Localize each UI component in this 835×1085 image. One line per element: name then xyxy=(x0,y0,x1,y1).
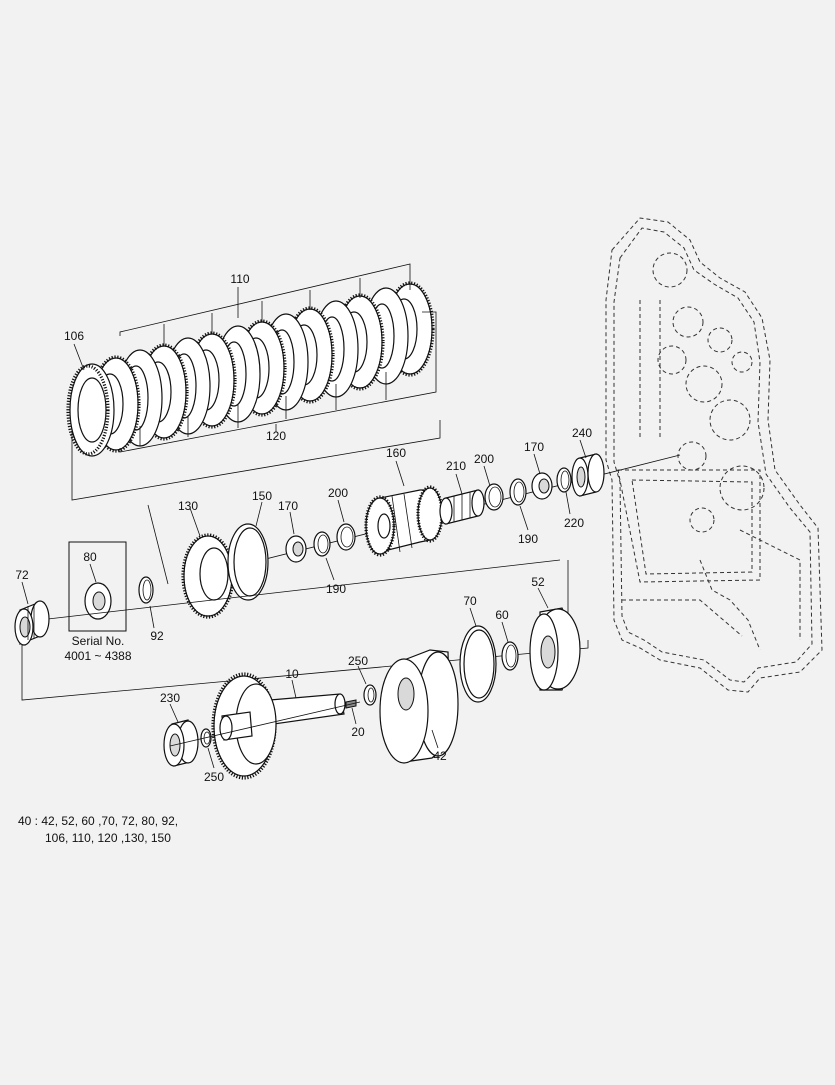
label-250-lower: 250 xyxy=(204,770,224,784)
connector-pack-to-shaft xyxy=(71,420,441,501)
label-80: 80 xyxy=(83,550,97,564)
part-240-bearing xyxy=(571,453,605,497)
part-170-washer-left xyxy=(285,535,307,563)
label-230: 230 xyxy=(160,691,180,705)
bracket-110 xyxy=(119,263,411,346)
part-70-ring xyxy=(459,625,497,703)
label-130: 130 xyxy=(178,499,198,513)
label-60: 60 xyxy=(495,608,509,622)
part-190-ring-right xyxy=(509,478,527,506)
label-52: 52 xyxy=(531,575,545,589)
lower-frame-left xyxy=(21,620,589,701)
label-220: 220 xyxy=(564,516,584,530)
label-170-left: 170 xyxy=(278,499,298,513)
part-250-snap-ring-upper xyxy=(363,684,377,706)
label-250-upper: 250 xyxy=(348,654,368,668)
label-200-right: 200 xyxy=(474,452,494,466)
part-92-snap-ring xyxy=(138,576,154,604)
part-42-drum xyxy=(379,649,459,764)
clutch-disc-pack xyxy=(66,281,435,457)
label-240: 240 xyxy=(572,426,592,440)
part-10-gear-shaft xyxy=(211,672,346,780)
part-170-washer-right xyxy=(531,472,553,500)
label-120: 120 xyxy=(266,429,286,443)
label-72: 72 xyxy=(15,568,29,582)
part-130-plate xyxy=(181,533,235,619)
kit-note-line-1: 40 : 42, 52, 60 ,70, 72, 80, 92, xyxy=(18,814,178,828)
label-190-right: 190 xyxy=(518,532,538,546)
label-150: 150 xyxy=(252,489,272,503)
label-170-right: 170 xyxy=(524,440,544,454)
label-92: 92 xyxy=(150,629,164,643)
label-190-left: 190 xyxy=(326,582,346,596)
leader-to-92 xyxy=(147,504,169,585)
label-10: 10 xyxy=(285,667,299,681)
serial-range: 4001 ~ 4388 xyxy=(64,649,131,663)
part-150-snap-ring xyxy=(227,523,269,601)
label-210: 210 xyxy=(446,459,466,473)
serial-label: Serial No. xyxy=(72,634,125,648)
transmission-housing xyxy=(605,217,823,693)
part-190-ring-left xyxy=(313,531,331,557)
label-20: 20 xyxy=(351,725,365,739)
leader-lines xyxy=(21,343,587,769)
part-200-ring-right xyxy=(484,483,504,511)
part-72-bushing xyxy=(14,600,50,646)
part-52-piston xyxy=(529,607,581,691)
part-60-snap-ring xyxy=(501,641,519,671)
label-200-left: 200 xyxy=(328,486,348,500)
label-42: 42 xyxy=(433,749,447,763)
label-106: 106 xyxy=(64,329,84,343)
part-labels: 110 106 120 160 210 200 170 240 190 220 … xyxy=(15,272,592,784)
bracket-120 xyxy=(119,311,437,453)
shaft-axis-line xyxy=(169,701,361,747)
label-70: 70 xyxy=(463,594,477,608)
part-200-ring-left xyxy=(336,523,356,551)
serial-number-box xyxy=(68,541,127,632)
part-210-needle-bearing xyxy=(439,489,485,525)
label-160: 160 xyxy=(386,446,406,460)
part-230-bearing xyxy=(163,719,199,767)
part-160-gear xyxy=(364,485,444,557)
kit-note-line-2: 106, 110, 120 ,130, 150 xyxy=(45,831,171,845)
part-220-ring xyxy=(556,467,572,493)
lower-axis-line xyxy=(21,559,561,623)
label-110: 110 xyxy=(230,272,249,286)
